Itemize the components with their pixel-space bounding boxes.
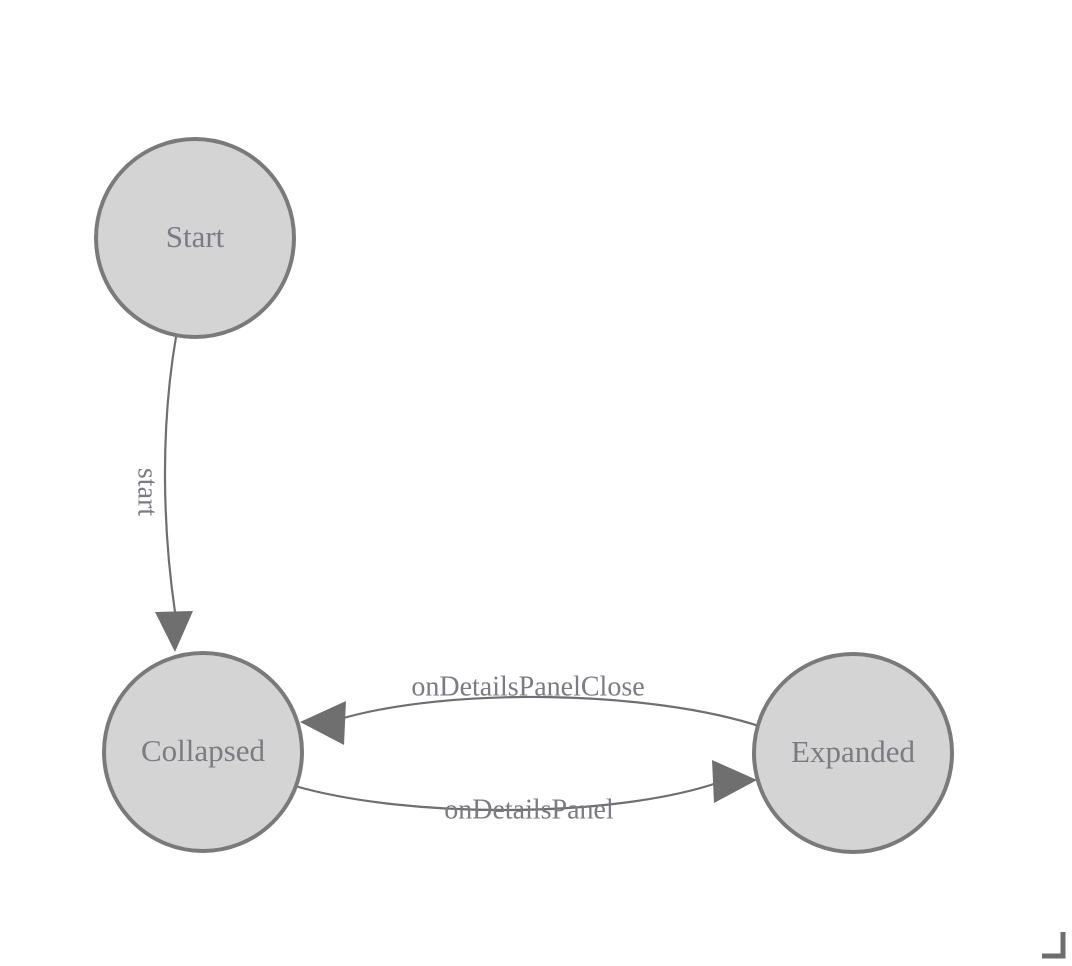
node-collapsed-label: Collapsed	[141, 733, 265, 768]
edge-path-expanded-to-collapsed	[338, 695, 764, 729]
node-expanded[interactable]: Expanded	[752, 652, 954, 854]
edge-collapsed-to-expanded[interactable]	[293, 760, 757, 812]
edge-path-collapsed-to-expanded	[293, 781, 719, 812]
arrowhead-left-into-collapsed	[300, 701, 346, 745]
node-start-label: Start	[166, 219, 225, 254]
edge-label-on-details-panel-close: onDetailsPanelClose	[411, 671, 644, 702]
resize-corner-bracket-icon[interactable]	[1042, 932, 1066, 959]
node-collapsed-circle	[102, 651, 304, 853]
arrowhead-right-into-expanded	[712, 760, 757, 803]
edge-label-start: start	[132, 468, 163, 516]
arrowhead-down-into-collapsed	[155, 611, 193, 652]
edge-start-to-collapsed[interactable]	[155, 335, 193, 652]
edge-label-on-details-panel: onDetailsPanel	[444, 794, 614, 825]
node-start-circle	[94, 137, 296, 339]
node-expanded-label: Expanded	[791, 734, 915, 769]
edge-path-start-to-collapsed	[163, 335, 178, 614]
node-expanded-circle	[752, 652, 954, 854]
node-collapsed[interactable]: Collapsed	[102, 651, 304, 853]
edge-expanded-to-collapsed[interactable]	[300, 695, 764, 745]
node-start[interactable]: Start	[94, 137, 296, 339]
